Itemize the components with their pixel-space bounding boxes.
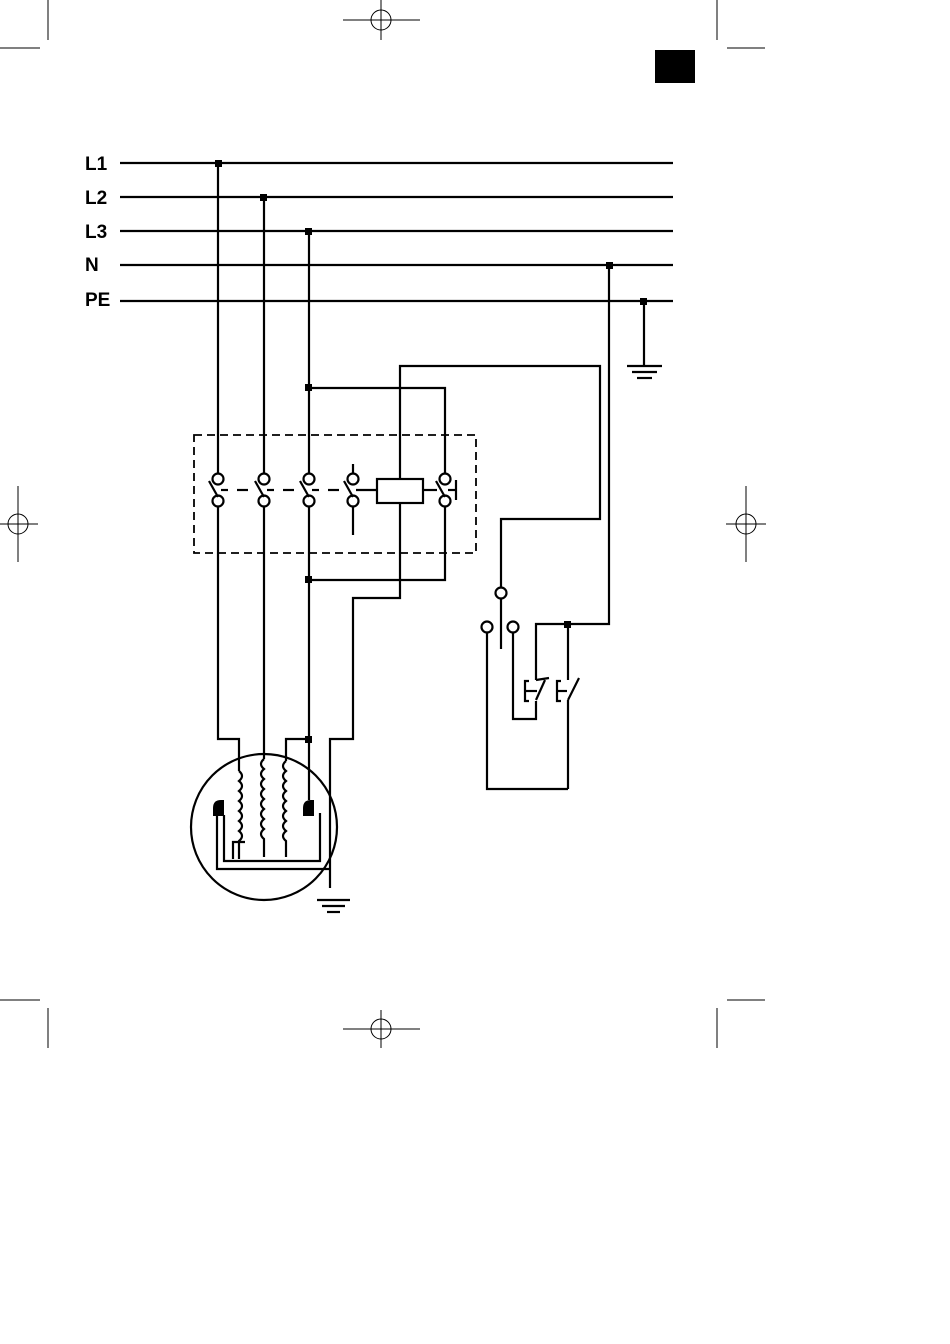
junction-nodes — [215, 160, 647, 743]
contactor-coil — [377, 479, 437, 503]
language-tab — [655, 50, 695, 83]
bus-label-pe: PE — [85, 290, 110, 311]
auxiliary-contact — [328, 464, 376, 535]
contactor-enclosure — [194, 435, 476, 553]
hold-contact — [436, 474, 456, 507]
main-contact-1 — [209, 474, 228, 507]
bus-label-l1: L1 — [85, 154, 108, 175]
motor-symbol — [191, 754, 337, 900]
registration-mark-right — [726, 486, 766, 562]
main-contact-3 — [283, 474, 319, 507]
bus-lines — [120, 163, 673, 301]
phase-feed-wires — [218, 163, 445, 473]
motor-ground-symbol — [317, 900, 350, 912]
crop-marks — [0, 0, 765, 1048]
coil-control-wires — [309, 366, 600, 888]
bus-label-l3: L3 — [85, 222, 107, 243]
motor-feed-wires — [218, 507, 309, 800]
registration-mark-top — [343, 0, 420, 40]
main-contact-2 — [237, 474, 274, 507]
earth-ground-symbol — [627, 301, 662, 378]
push-button-pair — [525, 265, 609, 789]
registration-mark-left — [0, 486, 38, 562]
bus-label-n: N — [85, 255, 99, 276]
registration-mark-bottom — [343, 1010, 420, 1048]
bus-label-l2: L2 — [85, 188, 107, 209]
